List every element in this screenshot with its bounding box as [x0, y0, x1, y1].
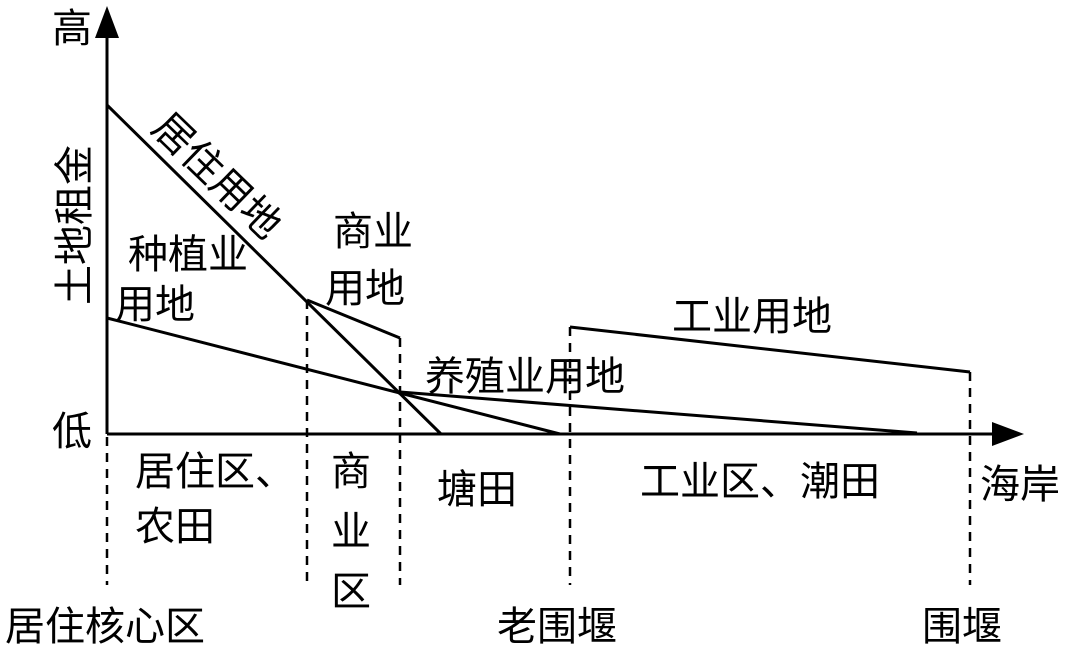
- commercial-rent-line: [306, 298, 401, 340]
- planting-curve-label-1: 种植业: [128, 232, 248, 278]
- zone-residential-farm-label-1: 居住区、: [135, 449, 295, 495]
- zone-industrial-tidal-label: 工业区、潮田: [640, 459, 880, 505]
- y-axis-arrowhead: [95, 6, 119, 38]
- zone-commercial-label-2: 业: [331, 509, 371, 555]
- y-high-label: 高: [52, 6, 92, 52]
- old-dike-marker-label: 老围堰: [497, 604, 617, 650]
- dike-marker-label: 围堰: [922, 604, 1002, 650]
- planting-rent-line: [106, 316, 561, 436]
- y-axis-title: 土地租金: [52, 145, 98, 305]
- x-end-label: 海岸: [980, 462, 1060, 508]
- x-axis-arrowhead: [992, 422, 1024, 446]
- aquaculture-curve-label: 养殖业用地: [425, 354, 625, 400]
- residential-rent-line: [105, 103, 443, 436]
- zone-pond-field-label: 塘田: [437, 467, 517, 513]
- commercial-curve-label-1: 商业: [333, 209, 413, 255]
- zone-commercial-label-3: 区: [331, 569, 371, 615]
- commercial-curve-label-2: 用地: [325, 266, 405, 312]
- y-low-label: 低: [52, 409, 92, 455]
- residential-curve-label: 居住用地: [143, 104, 290, 248]
- aquaculture-rent-line: [399, 390, 918, 435]
- planting-curve-label-2: 用地: [115, 282, 195, 328]
- industrial-rent-line: [569, 325, 971, 374]
- industrial-curve-label: 工业用地: [672, 294, 832, 340]
- zone-residential-farm-label-2: 农田: [135, 504, 215, 550]
- core-marker-label: 居住核心区: [5, 604, 205, 650]
- zone-commercial-label-1: 商: [331, 449, 371, 495]
